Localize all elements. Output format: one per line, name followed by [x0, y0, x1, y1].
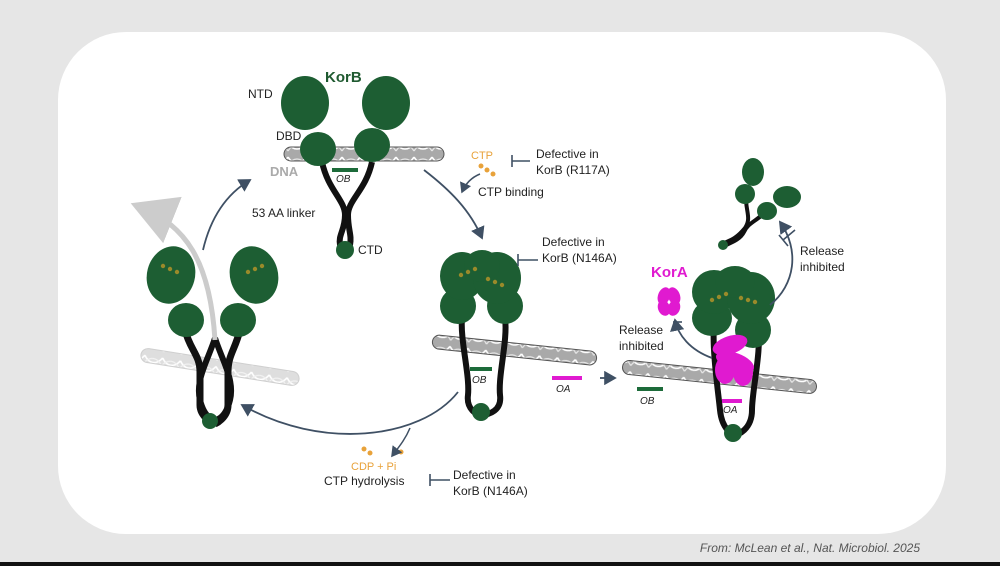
- korb-clamp-middle: [431, 250, 598, 421]
- ctp-bound-icon: [458, 266, 505, 288]
- dbd-domain-left: [168, 303, 204, 337]
- korb-kora-complex: [621, 266, 818, 442]
- defective-r117a-line2: KorB (R117A): [536, 163, 610, 177]
- ctp-binding-arrow: [460, 173, 481, 194]
- defective-n146a-top-line2: KorB (N146A): [542, 251, 617, 265]
- ctd-domain-faded: [202, 413, 218, 429]
- ntd-domain-top-right: [362, 76, 410, 130]
- dbd-label: DBD: [276, 129, 302, 143]
- korb-released-top-right: [718, 158, 801, 250]
- ctd-label: CTD: [358, 243, 383, 257]
- release-left-line1: Release: [619, 323, 663, 337]
- release-arrow-left: [670, 318, 713, 359]
- dbd-domain-top-right: [354, 128, 390, 162]
- inhibition-markers: [429, 155, 796, 486]
- release-right-line2: inhibited: [800, 260, 845, 274]
- defective-r117a-line1: Defective in: [536, 147, 599, 161]
- cycle-arrow-binding: [423, 169, 485, 240]
- dna-label: DNA: [270, 164, 299, 179]
- ctp-free-icon: [478, 163, 496, 177]
- ntd-domain-top-left: [281, 76, 329, 130]
- ctp-label: CTP: [471, 150, 493, 162]
- ob-site-top: [332, 168, 358, 172]
- korb-dimer-released: [140, 246, 300, 429]
- ctp-molecule-icon: [160, 263, 265, 275]
- ctp-binding-label: CTP binding: [478, 185, 544, 199]
- cycle-arrow-hydrolysis: [240, 391, 459, 435]
- bottom-bar: [0, 562, 1000, 566]
- kora-title: KorA: [651, 264, 688, 281]
- korb-title: KorB: [325, 69, 362, 86]
- ob-site-right: [637, 387, 663, 391]
- cycle-arrow-rebinding: [202, 179, 252, 251]
- defective-n146a-top-line1: Defective in: [542, 235, 605, 249]
- dna-strand-middle: [431, 334, 598, 366]
- ob-label-right: OB: [640, 396, 655, 407]
- oa-label-right: OA: [723, 405, 738, 416]
- ntd-label: NTD: [248, 87, 273, 101]
- korb-dimer-top: [281, 76, 445, 259]
- ctd-domain-middle: [472, 403, 490, 421]
- cdp-pi-icon: [361, 446, 404, 456]
- ob-label-top: OB: [336, 174, 351, 185]
- source-credit: From: McLean et al., Nat. Microbiol. 202…: [699, 541, 920, 555]
- linker-label: 53 AA linker: [252, 206, 315, 220]
- ntd-domain-left: [146, 246, 196, 304]
- release-right-line1: Release: [800, 244, 844, 258]
- defective-n146a-bottom-line2: KorB (N146A): [453, 484, 528, 498]
- oa-label-middle: OA: [556, 384, 571, 395]
- dbd-domain-right: [220, 303, 256, 337]
- ob-label-middle: OB: [472, 375, 487, 386]
- release-arrow-faded: [130, 196, 218, 341]
- kora-bound-icon: [712, 334, 755, 386]
- oa-site-right: [722, 399, 742, 403]
- ctd-domain-top: [336, 241, 354, 259]
- ctd-domain-right: [724, 424, 742, 442]
- defective-n146a-bottom-line1: Defective in: [453, 468, 516, 482]
- ob-site-middle: [470, 367, 492, 371]
- release-arrow-right: [769, 220, 794, 306]
- ctp-hydrolysis-label: CTP hydrolysis: [324, 474, 404, 488]
- hydrolysis-branch-arrow: [391, 427, 411, 458]
- cdp-pi-label: CDP + Pi: [351, 461, 396, 473]
- ntd-domain-right: [229, 246, 279, 304]
- kora-free-icon: [657, 287, 681, 316]
- oa-site-middle: [552, 376, 582, 380]
- dbd-domain-top-left: [300, 132, 336, 166]
- release-left-line2: inhibited: [619, 339, 664, 353]
